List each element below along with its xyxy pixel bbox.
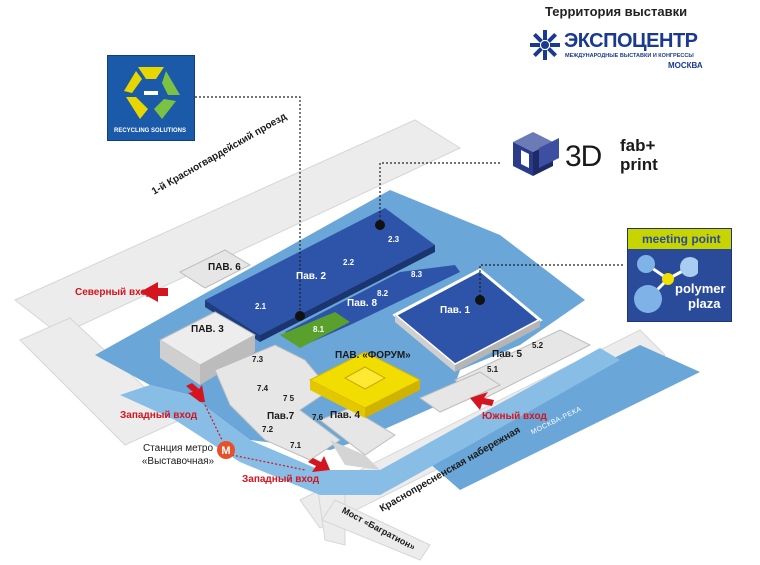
- road-bridge: [321, 499, 431, 561]
- pavilion-7-label: Пав.7: [267, 411, 295, 422]
- pavilion-4-shape: [319, 407, 396, 470]
- 3d-fabprint-logo: 3D fab+ print: [503, 128, 673, 188]
- hall-5-2: 5.2: [532, 341, 544, 350]
- hall-7-4: 7.4: [257, 384, 269, 393]
- meeting-point-label: meeting point: [642, 232, 721, 246]
- pavilion-5-label: Пав. 5: [492, 349, 523, 360]
- entry-arrow-west-2: [308, 456, 330, 472]
- plaza-label: plaza: [688, 296, 721, 311]
- road-north: [14, 119, 462, 336]
- entry-arrow-west-1: [186, 383, 205, 402]
- pavilion-8-label: Пав. 8: [347, 298, 378, 309]
- recycle-icon: [124, 67, 180, 119]
- pavilion-5-shape: [418, 329, 592, 413]
- entry-arrow-south: [470, 392, 494, 410]
- polymer-label: polymer: [675, 281, 726, 296]
- hall-8-1: 8.1: [313, 325, 325, 334]
- recycling-label: RECYCLING SOLUTIONS: [114, 128, 187, 134]
- hall-2-2: 2.2: [343, 258, 355, 267]
- pavilion-1-shape: [392, 268, 543, 372]
- polymer-plaza-logo: meeting point polymer plaza: [627, 228, 732, 322]
- molecule-icon: [634, 255, 698, 313]
- expocentre-subtitle: МЕЖДУНАРОДНЫЕ ВЫСТАВКИ И КОНГРЕССЫ: [565, 53, 694, 59]
- leader-lines: [195, 96, 625, 310]
- forum-pavilion-shape: [308, 351, 422, 418]
- metro-line-1: Станция метро: [142, 443, 214, 454]
- pavilion-7-shape: [214, 344, 341, 461]
- metro-line-2: «Выставочная»: [141, 456, 215, 467]
- entrance-west-1-label: Западный вход: [120, 410, 198, 421]
- pavilion-forum-label: ПАВ. «ФОРУМ»: [335, 350, 411, 361]
- pavilion-3-label: ПАВ. 3: [191, 324, 224, 335]
- hall-7-3: 7.3: [252, 355, 264, 364]
- hall-2-1: 2.1: [255, 302, 267, 311]
- metro-icon: M: [217, 441, 235, 459]
- 3d-cube-icon: [513, 132, 559, 176]
- hall-5-1: 5.1: [487, 365, 499, 374]
- entrance-north-label: Северный вход: [75, 287, 153, 298]
- recycling-solutions-logo: RECYCLING SOLUTIONS: [107, 55, 195, 141]
- pavilion-2-label: Пав. 2: [296, 271, 327, 282]
- pavilion-8-shape: [280, 265, 460, 348]
- expocentre-name: ЭКСПОЦЕНТР: [564, 30, 698, 52]
- fabprint-print-text: print: [620, 155, 658, 174]
- page-title: Территория выставки: [545, 4, 688, 19]
- expocentre-logo: ЭКСПОЦЕНТР МЕЖДУНАРОДНЫЕ ВЫСТАВКИ И КОНГ…: [528, 28, 728, 76]
- hall-8-3: 8.3: [411, 270, 423, 279]
- expocentre-city: МОСКВА: [668, 61, 703, 70]
- entrance-south-label: Южный вход: [482, 411, 547, 422]
- svg-text:M: M: [221, 445, 230, 457]
- hall-7-6: 7.6: [312, 413, 324, 422]
- hall-7-5: 7 5: [283, 394, 295, 403]
- hall-8-2: 8.2: [377, 289, 389, 298]
- pavilion-3-shape: [158, 311, 257, 385]
- hall-7-1: 7.1: [290, 441, 302, 450]
- fabprint-3d-text: 3D: [565, 140, 602, 173]
- pavilion-6-shape: [178, 249, 252, 289]
- meeting-point-band: [628, 229, 731, 249]
- hall-7-2: 7.2: [262, 425, 274, 434]
- metro-connector-lines: [204, 404, 306, 471]
- hall-2-3: 2.3: [388, 235, 400, 244]
- leader-dots: [295, 220, 485, 321]
- river-band: [420, 345, 700, 490]
- fabprint-fab-text: fab+: [620, 136, 656, 155]
- pavilion-6-label: ПАВ. 6: [208, 262, 241, 273]
- pavilion-1-label: Пав. 1: [440, 305, 471, 316]
- entry-arrow-north: [140, 282, 168, 302]
- expocentre-star-icon: [530, 30, 560, 60]
- pavilion-4-label: Пав. 4: [330, 410, 361, 421]
- entrance-west-2-label: Западный вход: [242, 474, 320, 485]
